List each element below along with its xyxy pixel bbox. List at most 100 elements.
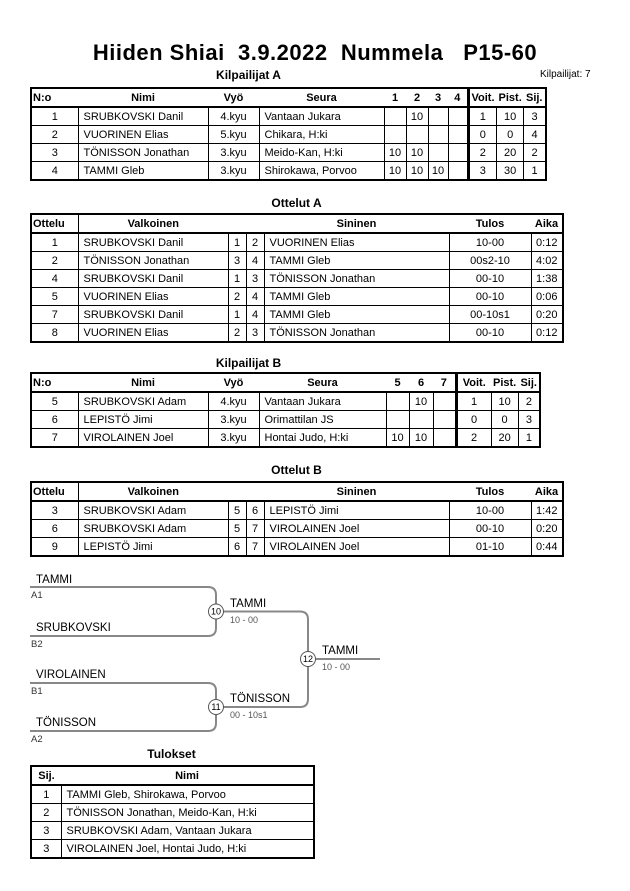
table-cell (427, 106, 449, 126)
table-cell: 10 (383, 161, 407, 181)
table-cell: Vantaan Jukara (258, 106, 385, 126)
table-cell: 1 (454, 391, 492, 411)
table-cell: 1 (30, 106, 79, 126)
bracket-winner-name: TÖNISSON (230, 693, 290, 705)
table-cell: 1 (466, 106, 498, 126)
column-header: Voit. (454, 373, 491, 393)
column-header: Aika (531, 214, 563, 234)
column-header: Ottelu (31, 482, 79, 502)
bracket-match-score: 10 - 00 (230, 615, 258, 625)
column-header (246, 214, 264, 234)
section-title-ottelut-b: Ottelut B (271, 463, 322, 477)
table-cell: 10-00 (448, 500, 532, 520)
bracket-match-score: 10 - 00 (322, 662, 350, 672)
table-cell: 10 (383, 143, 407, 162)
column-header: 7 (433, 373, 456, 393)
table-cell (427, 143, 449, 162)
table-cell: 3 (30, 821, 62, 840)
table-cell: 4 (245, 305, 265, 324)
table-cell: 1:38 (530, 269, 564, 288)
bracket-seed-label: A2 (31, 734, 43, 745)
table-cell (447, 106, 469, 126)
column-header: Seura (259, 88, 384, 108)
table-cell: 00-10 (448, 323, 532, 343)
table-cell: 4 (245, 251, 265, 270)
table-cell (385, 391, 410, 411)
column-header: Nimi (78, 88, 208, 108)
column-header: Vyö (208, 88, 259, 108)
table-cell (447, 143, 469, 162)
section-title-tulokset: Tulokset (147, 747, 196, 761)
table-cell: LEPISTÖ Jimi (77, 410, 209, 429)
table-cell: 3 (30, 839, 62, 859)
table-cell: TAMMI Gleb (77, 161, 209, 181)
table-cell (385, 410, 410, 429)
table-cell: 2 (523, 143, 547, 162)
table-cell: 3 (30, 143, 79, 162)
table-cell (432, 410, 457, 429)
table-cell: 00-10 (448, 269, 532, 288)
table-cell: 3.kyu (207, 410, 260, 429)
table-cell: 1 (227, 305, 247, 324)
table-cell: 8 (30, 323, 79, 343)
competitors-count-note: Kilpailijat: 7 (540, 69, 591, 80)
column-header (228, 214, 246, 234)
bracket-match-number: 12 (303, 654, 313, 664)
column-header: 6 (409, 373, 433, 393)
table-cell: 20 (496, 143, 525, 162)
column-header: 4 (448, 88, 468, 108)
table-cell (432, 391, 457, 411)
table-cell: 2 (466, 143, 498, 162)
bracket-match-score: 00 - 10s1 (230, 710, 268, 720)
table-cell: 01-10 (448, 537, 532, 557)
column-header: N:o (31, 373, 78, 393)
table-cell: 2 (227, 287, 247, 306)
table-cell: 6 (30, 410, 79, 429)
table-cell: 0:20 (530, 305, 564, 324)
table-cell: SRUBKOVSKI Danil (77, 106, 209, 126)
column-header: Pist. (491, 373, 519, 393)
column-header: Sininen (264, 214, 449, 234)
table-cell: 2 (30, 251, 79, 270)
table-cell: 7 (245, 537, 265, 557)
table-cell: 3 (517, 410, 541, 429)
table-cell: 3 (30, 500, 79, 520)
table-cell: Hontai Judo, H:ki (258, 428, 387, 448)
bracket-winner-name: TAMMI (322, 645, 358, 657)
table-cell: 2 (227, 323, 247, 343)
table-cell: 1 (227, 269, 247, 288)
table-cell: 5.kyu (207, 125, 260, 144)
table-cell: 2 (245, 232, 265, 252)
table-cell: 3.kyu (207, 161, 260, 181)
table-cell: 0:20 (530, 519, 564, 538)
bracket-diagram: TAMMI A1 SRUBKOVSKI B2 VIROLAINEN B1 TÖN… (30, 574, 380, 745)
table-cell: 10 (405, 106, 429, 126)
column-header: Sij. (518, 373, 541, 393)
column-header: 2 (406, 88, 428, 108)
table-cell: 9 (30, 537, 79, 557)
table-cell: TAMMI Gleb (263, 305, 450, 324)
table-cell: 10 (408, 391, 434, 411)
column-header: Sij. (31, 766, 61, 786)
table-cell: TÖNISSON Jonathan, Meido-Kan, H:ki (60, 803, 315, 822)
table-cell: VUORINEN Elias (77, 125, 209, 144)
table-cell: VIROLAINEN Joel (263, 519, 450, 538)
table-cell: 7 (245, 519, 265, 538)
